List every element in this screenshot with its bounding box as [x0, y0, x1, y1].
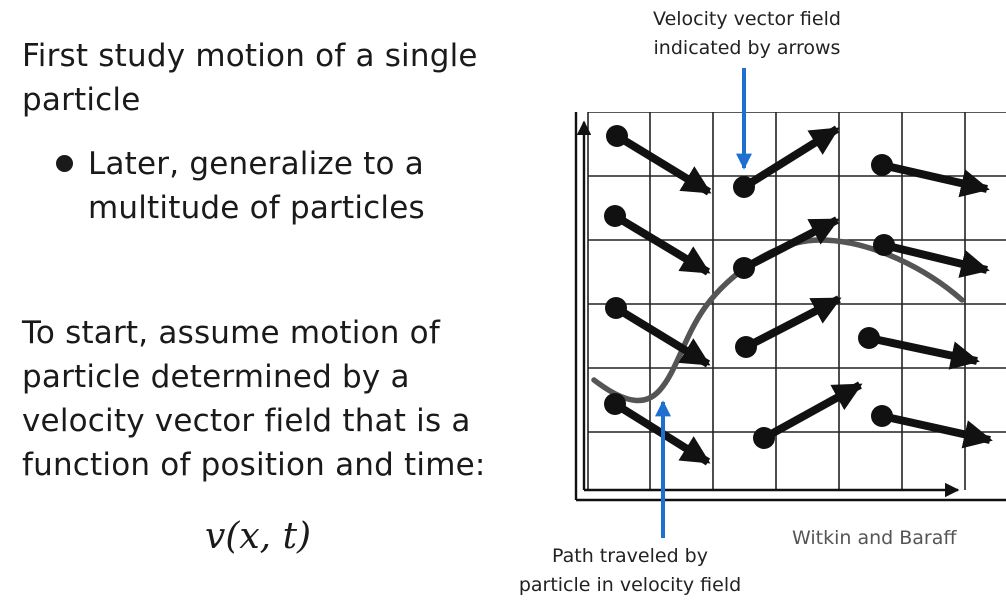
- intro-line-2: particle: [22, 82, 141, 118]
- vector-arrow: [733, 125, 840, 198]
- assumption-line-1: To start, assume motion of: [22, 315, 440, 351]
- vector-arrow: [606, 125, 712, 196]
- velocity-formula: v(x, t): [205, 516, 312, 557]
- vector-arrow: [735, 295, 842, 358]
- assumption-line-4: function of position and time:: [22, 447, 486, 483]
- vector-arrow: [858, 327, 980, 370]
- assumption-line-3: velocity vector field that is a: [22, 403, 471, 439]
- bullet-line-2: multitude of particles: [88, 190, 425, 226]
- assumption-line-2: particle determined by a: [22, 359, 410, 395]
- assumption-paragraph: To start, assume motion of particle dete…: [22, 311, 486, 487]
- vector-field-caption: Velocity vector field indicated by arrow…: [622, 5, 872, 63]
- vector-arrow: [604, 393, 711, 466]
- path-caption-line-1: Path traveled by: [552, 545, 708, 567]
- vector-arrow: [871, 154, 990, 198]
- axes: [574, 112, 1006, 502]
- vector-arrow: [873, 234, 990, 278]
- vector-field-caption-line-1: Velocity vector field: [653, 8, 841, 30]
- vector-arrow: [871, 405, 993, 449]
- vector-arrow: [753, 381, 863, 449]
- bullet-line-1: Later, generalize to a: [88, 146, 424, 182]
- figure-credit: Witkin and Baraff: [792, 527, 957, 549]
- vector-arrow: [733, 216, 840, 279]
- intro-line-1: First study motion of a single: [22, 38, 478, 74]
- vector-arrow: [604, 205, 711, 276]
- vector-arrow: [605, 297, 711, 368]
- intro-paragraph: First study motion of a single particle: [22, 34, 478, 122]
- annotation-arrows: [655, 68, 752, 538]
- vector-field-caption-line-2: indicated by arrows: [653, 37, 841, 59]
- path-caption-line-2: particle in velocity field: [518, 574, 742, 596]
- path-caption: Path traveled by particle in velocity fi…: [500, 542, 760, 600]
- bullet-dot-icon: [56, 155, 73, 172]
- bullet-text: Later, generalize to a multitude of part…: [88, 142, 425, 230]
